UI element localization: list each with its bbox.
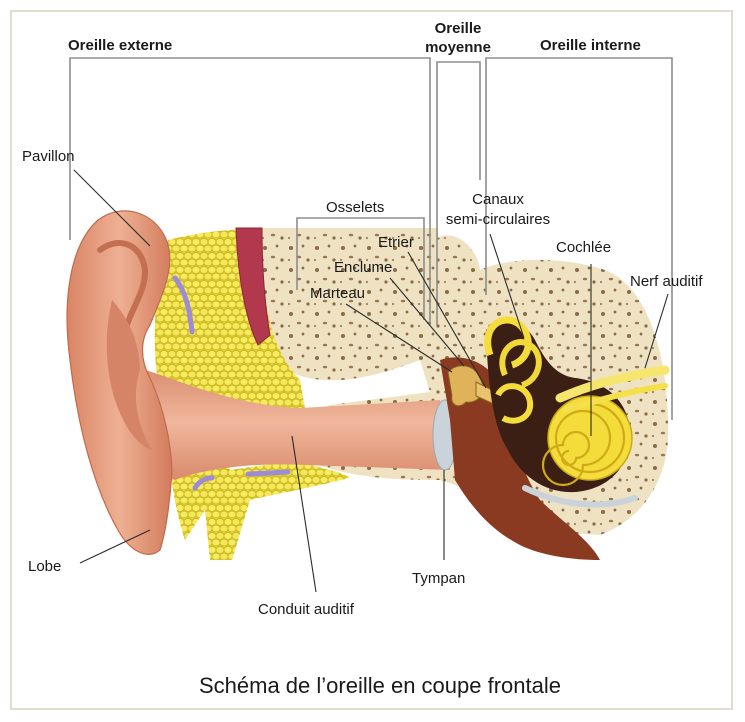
label-middle-ear-line1: Oreille bbox=[435, 20, 482, 37]
label-lobe: Lobe bbox=[28, 558, 61, 575]
label-middle-ear-line2: moyenne bbox=[425, 39, 491, 56]
label-canaux-line1: Canaux bbox=[472, 191, 524, 208]
label-nerf-auditif: Nerf auditif bbox=[630, 273, 703, 290]
diagram-caption: Schéma de l’oreille en coupe frontale bbox=[199, 673, 561, 698]
label-pavillon: Pavillon bbox=[22, 148, 75, 165]
label-conduit-auditif: Conduit auditif bbox=[258, 601, 355, 618]
label-outer-ear: Oreille externe bbox=[68, 37, 172, 54]
cochlea bbox=[548, 396, 632, 480]
label-tympan: Tympan bbox=[412, 570, 465, 587]
label-etrier: Etrier bbox=[378, 234, 414, 251]
label-inner-ear: Oreille interne bbox=[540, 37, 641, 54]
label-canaux-line2: semi-circulaires bbox=[446, 211, 550, 228]
vein bbox=[248, 472, 288, 474]
label-cochlee: Cochlée bbox=[556, 239, 611, 256]
label-marteau: Marteau bbox=[310, 285, 365, 302]
label-enclume: Enclume bbox=[334, 259, 392, 276]
label-osselets: Osselets bbox=[326, 199, 384, 216]
